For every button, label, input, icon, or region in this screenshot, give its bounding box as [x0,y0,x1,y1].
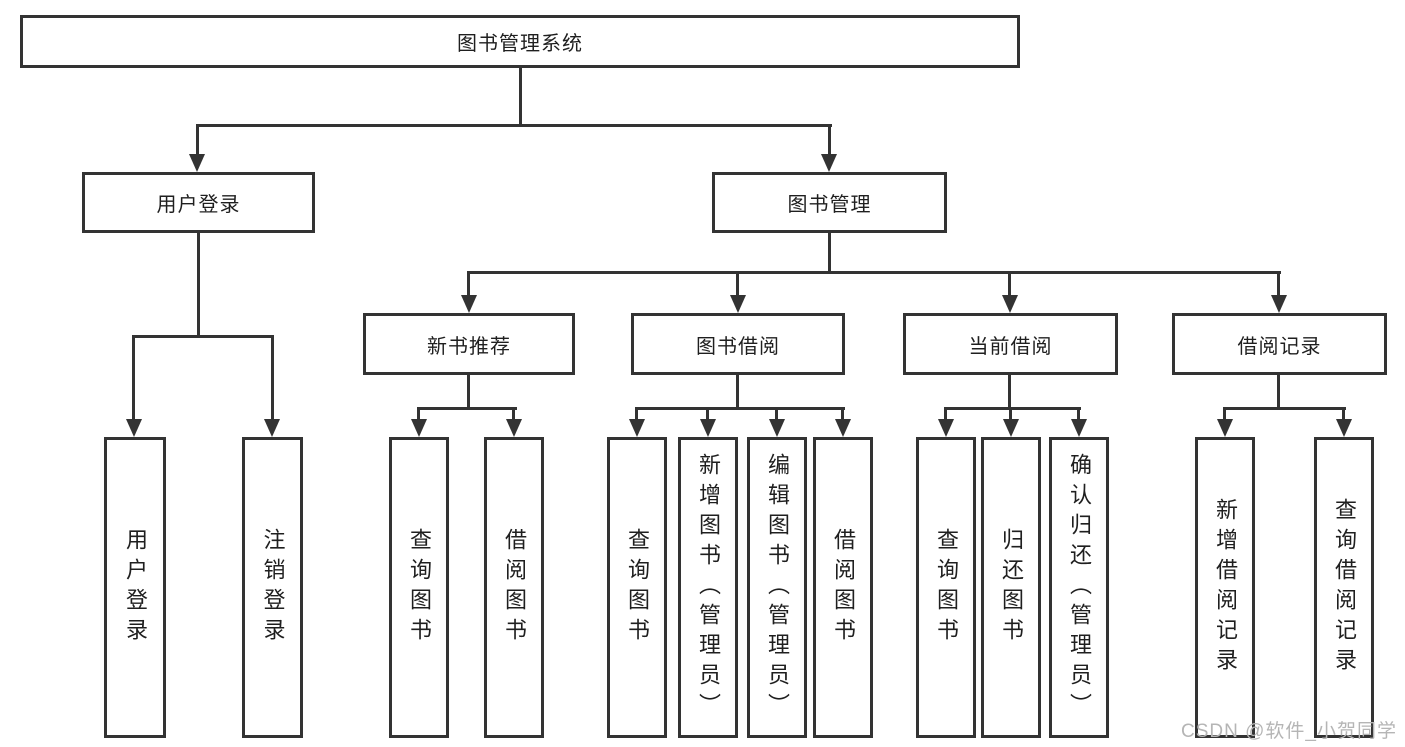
arrow-down-icon [1071,419,1087,437]
arrow-down-icon [700,419,716,437]
node-label: 查询图书 [625,527,650,648]
connector-line [519,67,522,124]
connector-line [736,271,739,297]
node-label: 图书借阅 [696,335,780,358]
leaf-edit-books-admin: 编辑图书（管理员） [747,437,807,738]
arrow-down-icon [506,419,522,437]
connector-line [196,124,199,156]
connector-line [417,407,420,421]
leaf-add-books-admin: 新增图书（管理员） [678,437,738,738]
arrow-down-icon [1002,295,1018,313]
node-new-book-recommendation: 新书推荐 [363,313,575,375]
arrow-down-icon [411,419,427,437]
node-user-login: 用户登录 [82,172,315,233]
connector-line [635,407,845,410]
connector-line [1223,407,1226,421]
node-label: 借阅图书 [831,527,856,648]
arrow-down-icon [126,419,142,437]
connector-line [1223,407,1346,410]
arrow-down-icon [1217,419,1233,437]
arrow-down-icon [189,154,205,172]
node-label: 查询借阅记录 [1332,497,1357,678]
arrow-down-icon [1336,419,1352,437]
leaf-query-borrow-record: 查询借阅记录 [1314,437,1374,738]
leaf-borrow-books: 借阅图书 [813,437,873,738]
connector-line [944,407,947,421]
leaf-logout: 注销登录 [242,437,303,738]
node-current-borrowing: 当前借阅 [903,313,1118,375]
arrow-down-icon [769,419,785,437]
node-book-management: 图书管理 [712,172,947,233]
leaf-query-books-current: 查询图书 [916,437,976,738]
arrow-down-icon [629,419,645,437]
node-borrowing-records: 借阅记录 [1172,313,1387,375]
node-label: 用户登录 [156,194,241,216]
connector-line [196,124,832,127]
node-label: 借阅图书 [502,527,527,648]
node-label: 图书管理系统 [457,33,583,55]
leaf-return-books: 归还图书 [981,437,1041,738]
node-label: 图书管理 [787,194,872,216]
node-label: 新书推荐 [427,335,511,358]
connector-line [1342,407,1345,421]
connector-line [132,335,274,338]
leaf-query-books-borrowing: 查询图书 [607,437,667,738]
connector-line [1277,375,1280,407]
connector-line [775,407,778,421]
connector-line [467,271,470,297]
leaf-add-borrow-record: 新增借阅记录 [1195,437,1255,738]
node-label: 当前借阅 [968,335,1053,358]
connector-line [1008,375,1011,407]
leaf-confirm-return-admin: 确认归还（管理员） [1049,437,1109,738]
node-label: 注销登录 [260,527,286,648]
connector-line [1008,271,1011,297]
connector-line [467,375,470,407]
node-root-library-management-system: 图书管理系统 [20,15,1020,68]
arrow-down-icon [821,154,837,172]
leaf-query-books-recommendation: 查询图书 [389,437,449,738]
watermark-text: CSDN @软件_小贺同学 [1181,721,1397,742]
node-label: 查询图书 [934,527,959,648]
arrow-down-icon [730,295,746,313]
node-label: 归还图书 [999,527,1024,648]
arrow-down-icon [1271,295,1287,313]
arrow-down-icon [938,419,954,437]
leaf-user-login: 用户登录 [104,437,166,738]
node-label: 查询图书 [407,527,432,648]
arrow-down-icon [264,419,280,437]
connector-line [1009,407,1012,421]
connector-line [635,407,638,421]
node-label: 用户登录 [123,527,148,648]
connector-line [1077,407,1080,421]
connector-line [271,335,274,421]
arrow-down-icon [1003,419,1019,437]
leaf-borrow-books-recommendation: 借阅图书 [484,437,544,738]
node-label: 编辑图书（管理员） [765,452,790,723]
connector-line [841,407,844,421]
connector-line [828,124,831,156]
node-book-borrowing: 图书借阅 [631,313,845,375]
connector-line [132,335,135,421]
node-label: 新增借阅记录 [1213,497,1238,678]
connector-line [417,407,517,410]
connector-line [1277,271,1280,297]
arrow-down-icon [461,295,477,313]
connector-line [736,375,739,407]
node-label: 确认归还（管理员） [1067,452,1092,723]
node-label: 新增图书（管理员） [696,452,721,723]
connector-line [197,233,200,335]
arrow-down-icon [835,419,851,437]
connector-line [512,407,515,421]
connector-line [706,407,709,421]
connector-line [944,407,1081,410]
connector-line [828,233,831,271]
node-label: 借阅记录 [1237,335,1322,358]
connector-line [467,271,1281,274]
